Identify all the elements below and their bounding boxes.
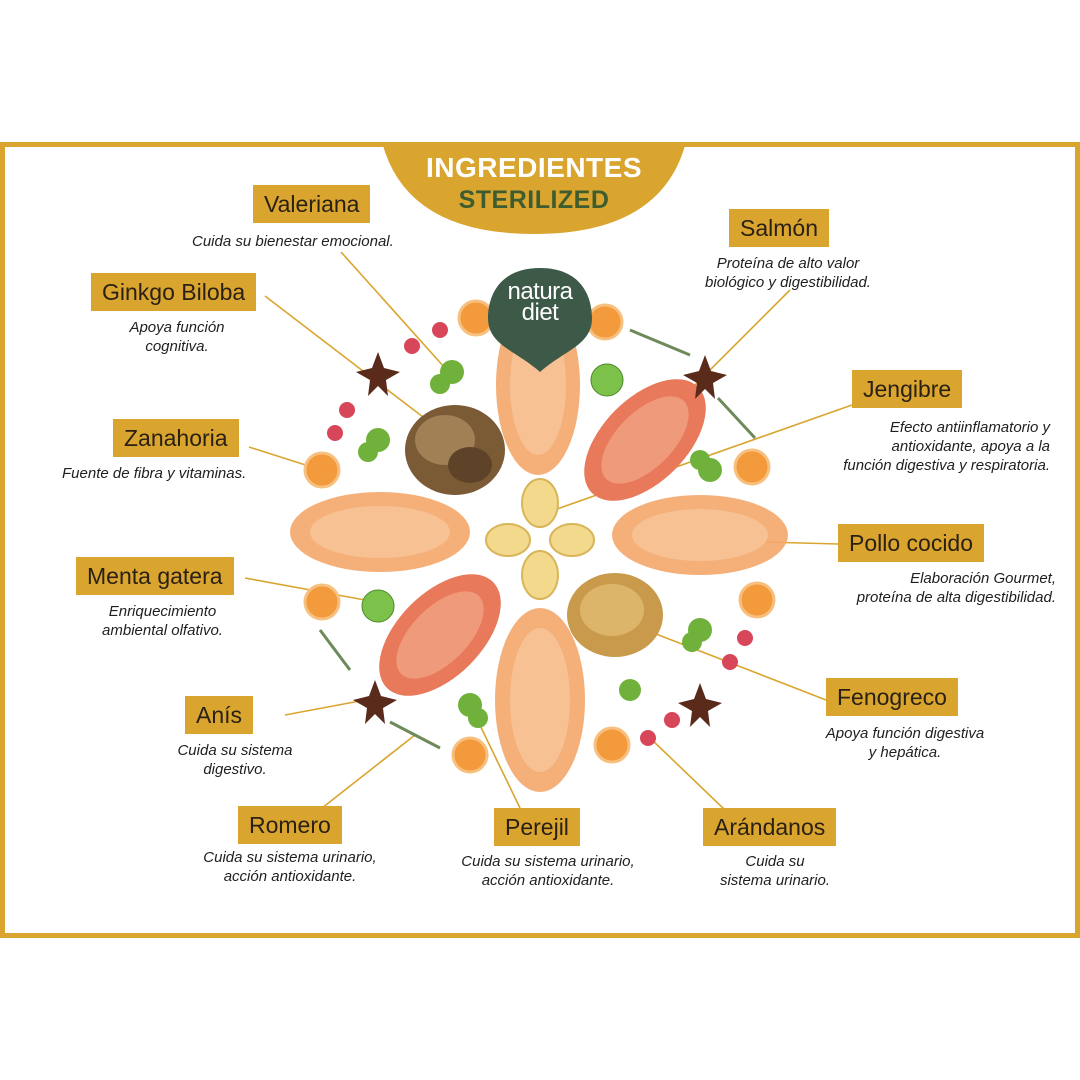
desc-menta-gatera: Enriquecimiento ambiental olfativo. (102, 603, 223, 639)
label-jengibre: Jengibre (852, 370, 963, 408)
desc-fenogreco: Apoya función digestiva y hepática. (825, 725, 985, 761)
carrot-slices (303, 299, 776, 774)
catnip-leaves (361, 363, 624, 623)
logo-line1: natura (507, 278, 573, 305)
salmon-pieces (379, 379, 706, 696)
desc-pollo-cocido: Elaboración Gourmet, proteína de alta di… (856, 570, 1056, 606)
header-banner (382, 142, 686, 234)
label-pollo-cocido: Pollo cocido (838, 524, 985, 562)
label-menta-gatera: Menta gatera (76, 557, 234, 595)
logo-line2: diet (521, 299, 559, 326)
star-anise (353, 352, 727, 727)
label-fenogreco: Fenogreco (826, 678, 958, 716)
desc-ginkgo-biloba: Apoya función cognitiva. (129, 319, 225, 355)
rosemary-sprigs (318, 328, 757, 750)
desc-valeriana: Cuida su bienestar emocional. (192, 233, 394, 250)
desc-jengibre: Efecto antiinflamatorio y antioxidante, … (843, 419, 1050, 474)
header-subtitle: STERILIZED (458, 186, 610, 214)
desc-anis: Cuida su sistema digestivo. (177, 742, 293, 778)
ginger-slices (485, 478, 595, 600)
cranberries (327, 322, 753, 746)
label-valeriana: Valeriana (253, 185, 371, 223)
logo-badge (488, 268, 592, 372)
label-perejil: Perejil (494, 808, 580, 846)
label-romero: Romero (238, 806, 342, 844)
label-zanahoria: Zanahoria (113, 419, 239, 457)
label-salmon: Salmón (729, 209, 829, 247)
header-title: INGREDIENTES (425, 152, 643, 183)
label-ginkgo-biloba: Ginkgo Biloba (91, 273, 257, 311)
fenugreek-pile (567, 573, 663, 657)
label-arandanos: Arándanos (703, 808, 837, 846)
desc-zanahoria: Fuente de fibra y vitaminas. (62, 465, 247, 482)
brand-logo: natura diet (490, 278, 590, 326)
desc-romero: Cuida su sistema urinario, acción antiox… (203, 849, 377, 885)
label-anis: Anís (185, 696, 254, 734)
green-leaves (358, 360, 722, 728)
desc-arandanos: Cuida su sistema urinario. (719, 853, 831, 889)
desc-perejil: Cuida su sistema urinario, acción antiox… (461, 853, 635, 889)
desc-salmon: Proteína de alto valor biológico y diges… (705, 255, 871, 291)
ginkgo-pile (405, 405, 505, 495)
